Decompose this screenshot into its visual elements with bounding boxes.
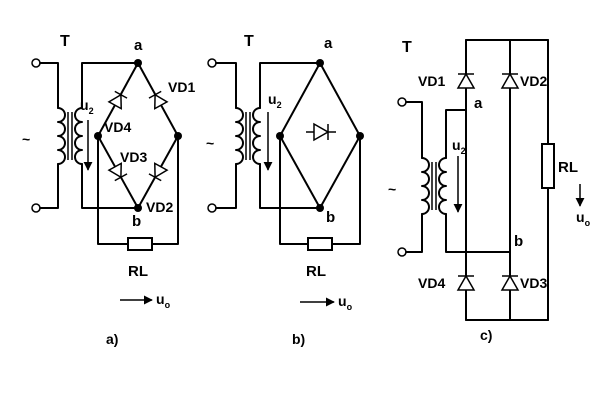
caption-b: b) <box>292 331 305 347</box>
secondary-voltage-label-c: u2 <box>452 137 466 156</box>
secondary-winding-c <box>438 157 447 215</box>
diode-vd2-a <box>148 162 169 182</box>
primary-winding-c <box>421 157 430 215</box>
transformer-label-a: T <box>60 33 70 50</box>
vd3-label-c: VD3 <box>520 275 547 291</box>
output-voltage-label-a: uo <box>156 291 171 310</box>
load-label-c: RL <box>558 159 578 176</box>
secondary-voltage-label-b: u2 <box>268 91 282 110</box>
vd3-label-a: VD3 <box>120 149 147 165</box>
panel-a: u2 ~ T a b VD1 VD4 VD3 VD2 <box>22 33 195 347</box>
input-terminal-bottom-c <box>397 247 407 257</box>
node-b-dot-b <box>316 204 324 212</box>
load-resistor-a <box>127 237 153 251</box>
vd4-label-a: VD4 <box>104 119 131 135</box>
source-symbol-b: ~ <box>206 135 214 151</box>
panel-c: T ~ u2 RL uo <box>388 39 591 343</box>
node-b-dot-a <box>134 204 142 212</box>
node-b-label-a: b <box>132 213 141 230</box>
input-terminal-top-b <box>207 58 217 68</box>
node-b-label-b: b <box>326 209 335 226</box>
panel-b: u2 ~ T a b RL uo b) <box>206 33 364 347</box>
load-resistor-b <box>307 237 333 251</box>
node-a-label-b: a <box>324 35 333 52</box>
secondary-winding-b <box>252 107 261 165</box>
load-resistor-c <box>541 143 555 189</box>
node-a-label-c: a <box>474 95 483 112</box>
diode-vd1-a <box>148 90 169 110</box>
node-a-dot-b <box>316 59 324 67</box>
vd1-label-a: VD1 <box>168 79 195 95</box>
transformer-label-b: T <box>244 33 254 50</box>
diode-vd3-c <box>500 274 520 291</box>
caption-c: c) <box>480 327 492 343</box>
diode-vd4-a <box>107 90 128 110</box>
vd1-label-c: VD1 <box>418 73 445 89</box>
primary-winding-b <box>235 107 244 165</box>
source-symbol-a: ~ <box>22 131 30 147</box>
vd2-label-a: VD2 <box>146 199 173 215</box>
node-a-label-a: a <box>134 37 143 54</box>
output-voltage-label-b: uo <box>338 293 353 312</box>
vd4-label-c: VD4 <box>418 275 445 291</box>
input-terminal-bottom-a <box>31 203 41 213</box>
primary-winding-a <box>57 107 66 165</box>
input-terminal-top-c <box>397 97 407 107</box>
input-terminal-bottom-b <box>207 203 217 213</box>
load-label-b: RL <box>306 263 326 280</box>
diode-vd4-c <box>456 274 476 291</box>
secondary-voltage-label-a: u2 <box>80 97 94 116</box>
diode-vd2-c <box>500 72 520 89</box>
vd2-label-c: VD2 <box>520 73 547 89</box>
diode-vd1-c <box>456 72 476 89</box>
input-terminal-top-a <box>31 58 41 68</box>
diode-vd3-a <box>107 162 128 182</box>
source-symbol-c: ~ <box>388 181 396 197</box>
secondary-winding-a <box>74 107 83 165</box>
caption-a: a) <box>106 331 118 347</box>
bridge-diode-symbol-b <box>306 122 336 142</box>
node-a-dot-a <box>134 59 142 67</box>
load-label-a: RL <box>128 263 148 280</box>
node-b-label-c: b <box>514 233 523 250</box>
transformer-label-c: T <box>402 39 412 56</box>
output-voltage-label-c: uo <box>576 209 591 228</box>
